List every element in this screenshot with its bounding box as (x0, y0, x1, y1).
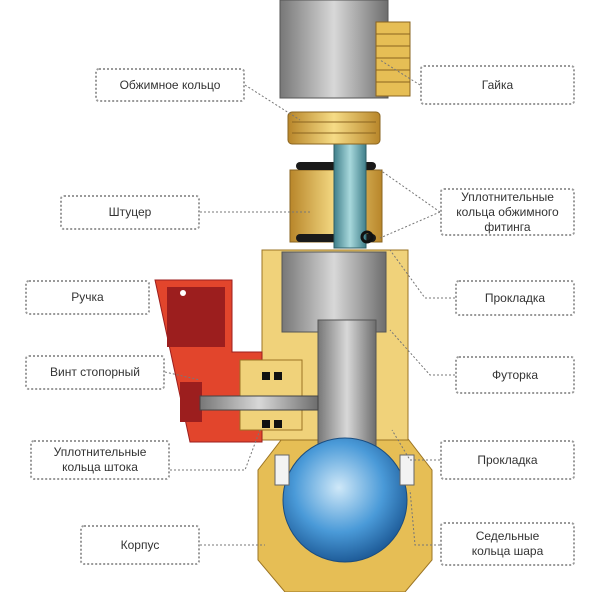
label-gasket-top: Прокладка (455, 280, 575, 316)
pipe (333, 139, 367, 249)
label-compression-ring: Обжимное кольцо (95, 68, 245, 102)
label-nut: Гайка (420, 65, 575, 105)
label-handle: Ручка (25, 280, 150, 315)
nut (279, 0, 389, 99)
handle-window (167, 287, 225, 347)
label-ball-seats: Седельные кольца шара (440, 522, 575, 566)
compression-ring (287, 111, 381, 145)
label-gasket-bottom: Прокладка (440, 440, 575, 480)
label-adapter: Футорка (455, 356, 575, 394)
adapter (281, 251, 387, 333)
stem (199, 395, 319, 411)
ball (282, 437, 408, 563)
nut-thread (375, 21, 411, 97)
ball-seat (399, 454, 415, 486)
label-stem-seals: Уплотнительные кольца штока (30, 440, 170, 480)
label-body: Корпус (80, 525, 200, 565)
label-union: Штуцер (60, 195, 200, 230)
leader-lines (164, 59, 455, 546)
label-fitting-seals: Уплотнительные кольца обжимного фитинга (440, 188, 575, 236)
label-lock-screw: Винт стопорный (25, 355, 165, 390)
ball-seat (274, 454, 290, 486)
stem-housing (239, 359, 303, 431)
